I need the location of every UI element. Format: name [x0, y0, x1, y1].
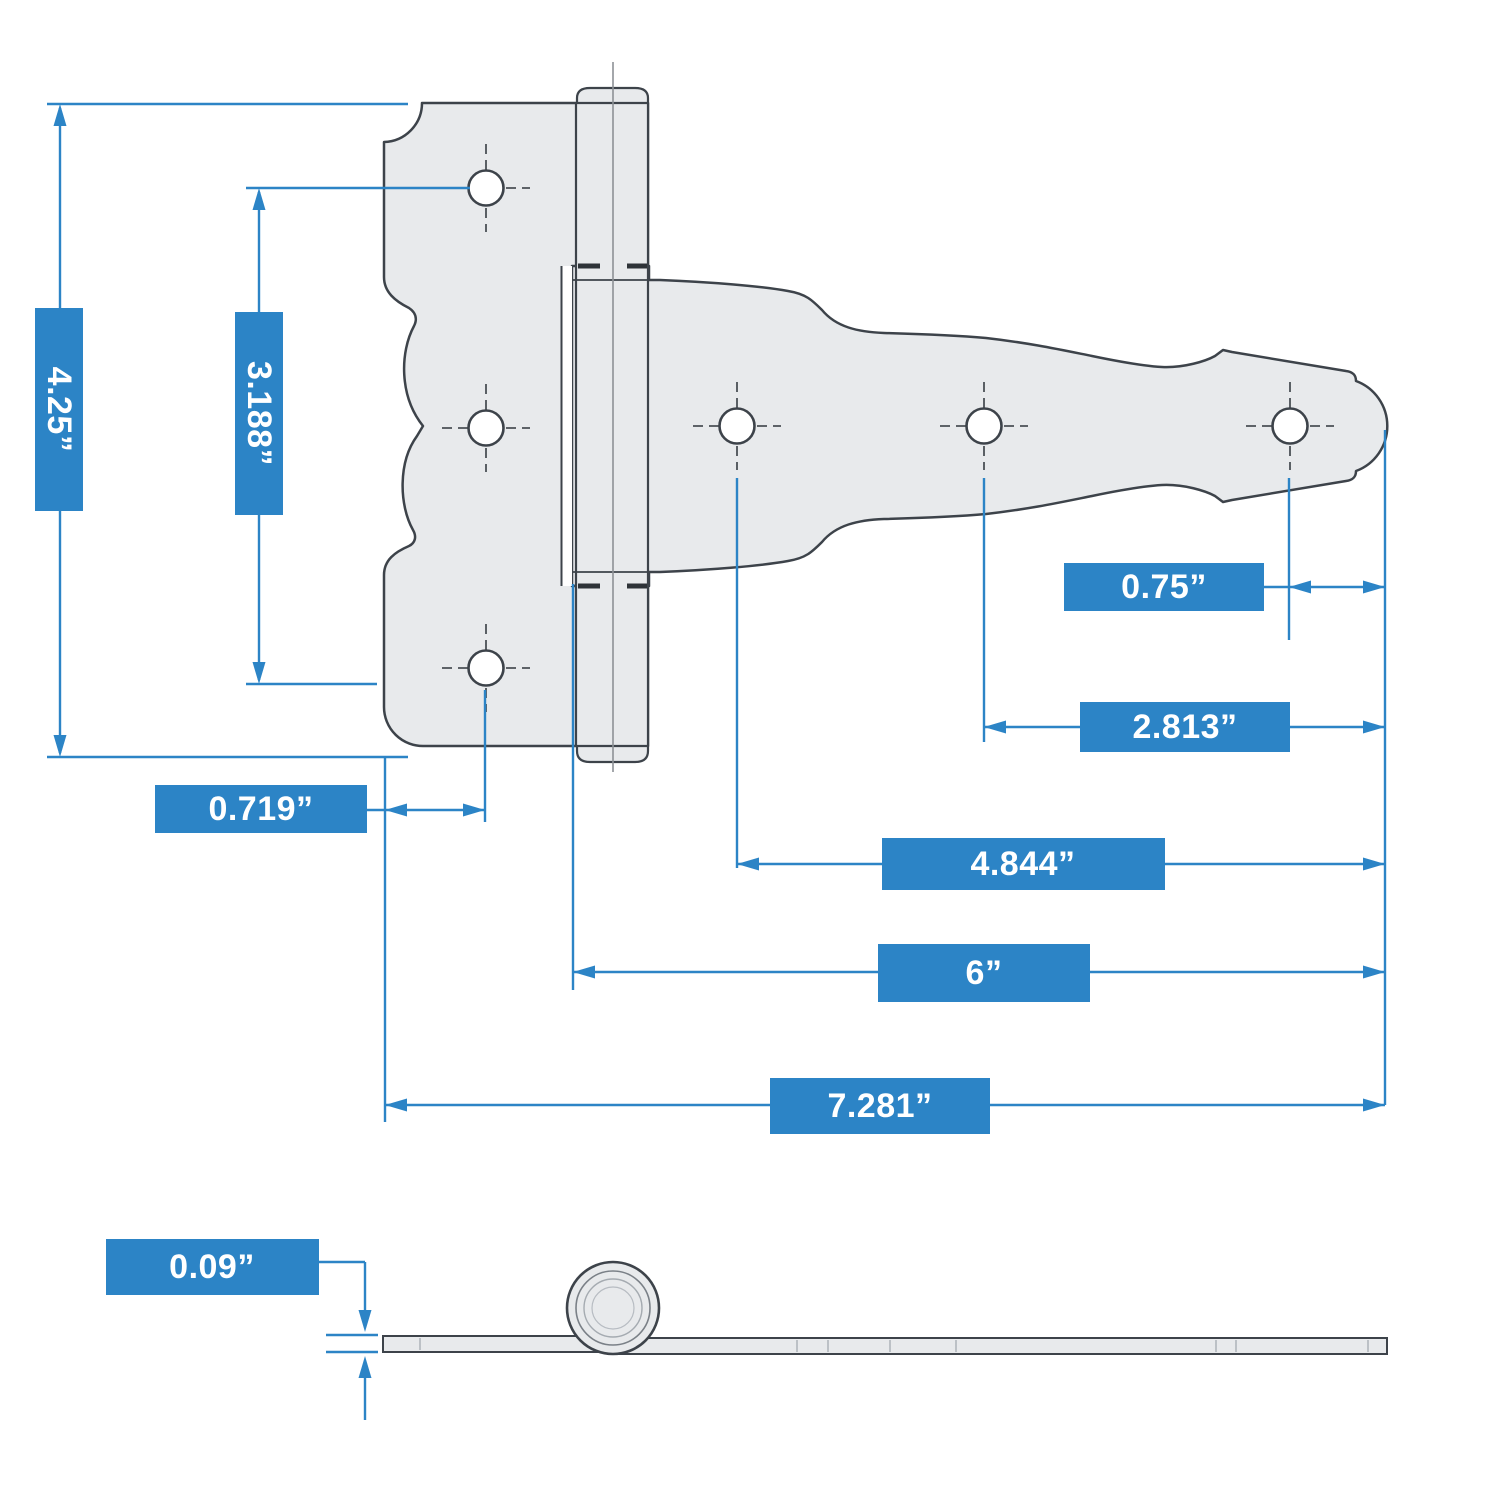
dimension-material-thickness: [319, 1260, 378, 1420]
label-second-hole-to-end-text: 2.813”: [1132, 708, 1237, 746]
label-plate-edge-to-hole: 0.719”: [155, 785, 367, 833]
screw-hole: [442, 384, 530, 472]
screw-hole: [442, 144, 530, 232]
label-plate-edge-to-hole-text: 0.719”: [208, 790, 313, 828]
screw-hole: [693, 382, 781, 470]
label-first-strap-hole-to-end: 4.844”: [882, 838, 1165, 890]
hinge-barrel-body: [576, 103, 648, 746]
label-overall-length: 7.281”: [770, 1078, 990, 1134]
label-plate-height: 4.25”: [35, 308, 83, 511]
label-knuckle-to-end-text: 6”: [966, 954, 1003, 992]
label-plate-height-text: 4.25”: [40, 367, 78, 453]
leaf-gap: [561, 266, 572, 586]
label-tip-hole-to-end: 0.75”: [1064, 563, 1264, 611]
label-plate-hole-span: 3.188”: [235, 312, 283, 515]
label-first-strap-hole-to-end-text: 4.844”: [970, 845, 1075, 883]
label-plate-hole-span-text: 3.188”: [240, 361, 278, 466]
side-right-leaf: [607, 1337, 1388, 1355]
label-overall-length-text: 7.281”: [827, 1087, 932, 1125]
screw-hole: [940, 382, 1028, 470]
side-view: [382, 1260, 1388, 1356]
screw-holes: [442, 144, 1334, 712]
label-second-hole-to-end: 2.813”: [1080, 702, 1290, 752]
top-view: [382, 62, 1389, 772]
dimension-overall-length: [383, 758, 1385, 1122]
dimension-knuckle-to-end: [571, 584, 1385, 990]
screw-hole: [442, 624, 530, 712]
dimension-plate-height: [47, 102, 408, 759]
side-leaf-seams: [419, 1338, 1369, 1352]
dimension-tip-hole-to-end: [1264, 478, 1385, 640]
dimension-labels: 4.25” 3.188” 0.75” 2.813” 0.719” 4.844” …: [35, 308, 1290, 1295]
label-knuckle-to-end: 6”: [878, 944, 1090, 1002]
wrap-overlap-dashes: [578, 263, 647, 589]
label-tip-hole-to-end-text: 0.75”: [1121, 568, 1207, 606]
label-material-thickness-text: 0.09”: [169, 1248, 255, 1286]
label-material-thickness: 0.09”: [106, 1239, 319, 1295]
screw-hole: [1246, 382, 1334, 470]
side-knuckle: [565, 1260, 661, 1356]
dimension-plate-edge-to-hole: [367, 690, 487, 822]
